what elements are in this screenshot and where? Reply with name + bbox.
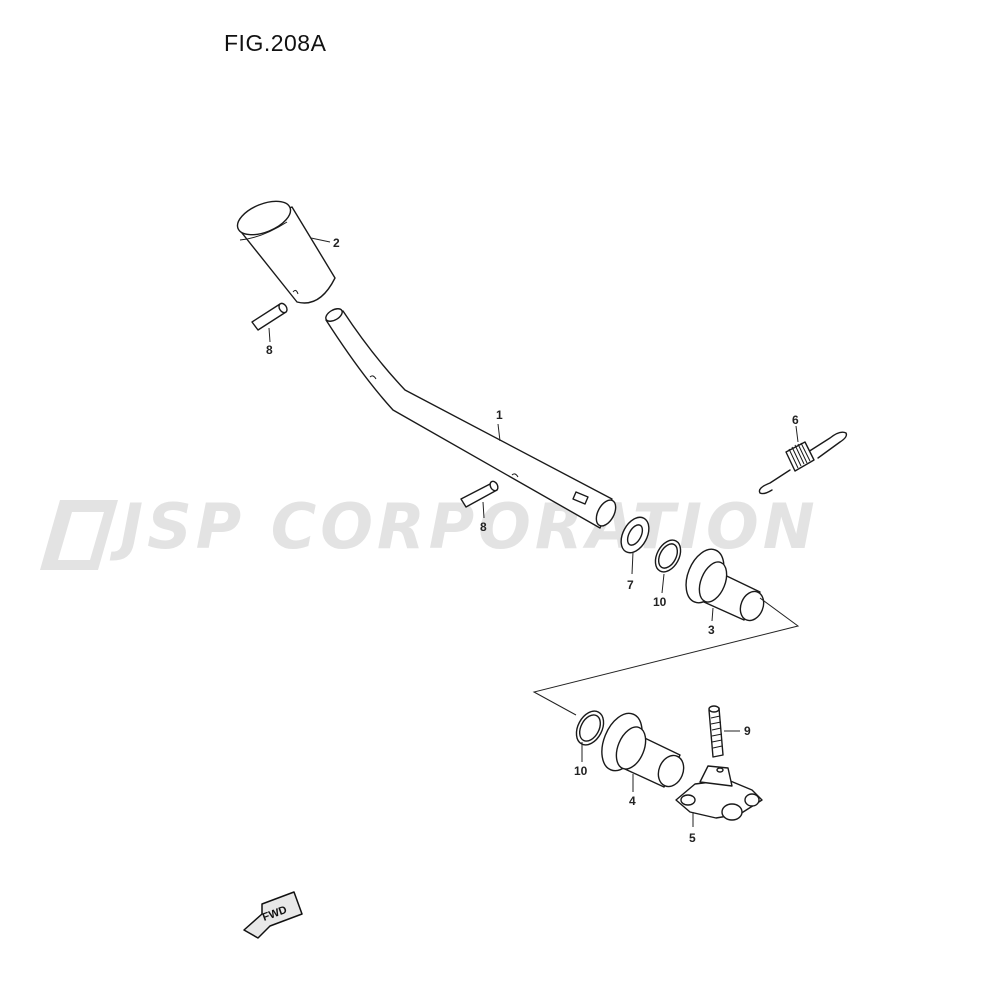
callout-2: 2 — [333, 236, 340, 250]
part-8-pin-upper[interactable] — [251, 302, 289, 331]
watermark-text: JSP CORPORATION — [109, 490, 819, 563]
part-9-roll-pin[interactable] — [708, 705, 724, 758]
callout-4: 4 — [629, 794, 636, 808]
callout-8-upper: 8 — [266, 343, 273, 357]
callout-10-upper: 10 — [653, 595, 667, 609]
part-5-bracket[interactable] — [675, 765, 763, 821]
callout-3: 3 — [708, 623, 715, 637]
watermark: JSP CORPORATION — [40, 490, 819, 570]
part-7-washer[interactable] — [615, 513, 654, 558]
part-4-bushing[interactable] — [594, 707, 688, 790]
callout-5: 5 — [689, 831, 696, 845]
callout-10-lower: 10 — [574, 764, 588, 778]
part-6-spring[interactable] — [758, 431, 848, 495]
part-3-bushing[interactable] — [679, 544, 768, 624]
watermark-logo-icon — [40, 500, 118, 570]
part-10-ring-lower[interactable] — [571, 706, 609, 749]
figure-title: FIG.208A — [224, 30, 327, 56]
part-2-grip[interactable] — [233, 195, 336, 304]
leader-lines — [268, 237, 799, 827]
callout-9: 9 — [744, 724, 751, 738]
fwd-arrow-icon — [243, 891, 303, 939]
callout-1: 1 — [496, 408, 503, 422]
fwd-indicator: FWD — [243, 891, 303, 939]
part-1-lever[interactable] — [324, 306, 620, 529]
part-8-pin-lower[interactable] — [460, 480, 499, 508]
assembly-link-line — [532, 597, 800, 716]
callout-6: 6 — [792, 413, 799, 427]
callout-7: 7 — [627, 578, 634, 592]
callout-labels: 2 8 1 8 6 7 10 3 9 10 4 5 — [266, 236, 799, 845]
part-10-ring-upper[interactable] — [650, 536, 685, 576]
callout-8-lower: 8 — [480, 520, 487, 534]
